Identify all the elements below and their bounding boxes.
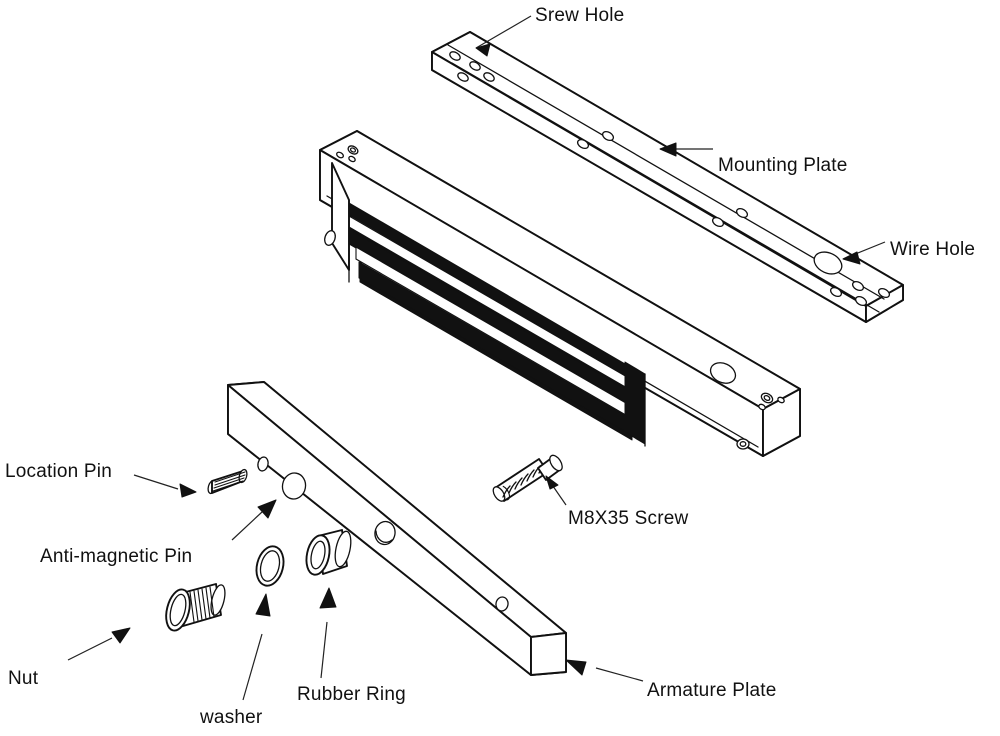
washer [255,545,285,587]
nut [165,583,226,632]
label-wire-hole: Wire Hole [890,239,976,260]
armature-hole-large [281,472,307,500]
label-nut: Nut [8,668,39,689]
location-pin [207,468,248,495]
label-screw-hole: Srew Hole [535,5,625,26]
armature-plate [227,381,567,676]
m8x35-screw [492,454,563,502]
label-location-pin: Location Pin [5,461,112,482]
leader-lines [67,15,886,701]
label-washer: washer [200,707,263,728]
label-mounting-plate: Mounting Plate [718,155,848,176]
label-rubber-ring: Rubber Ring [297,684,406,705]
rubber-ring [305,529,352,576]
mounting-plate [431,31,904,323]
label-m8x35-screw: M8X35 Screw [568,508,689,529]
coil-laminations [343,199,641,441]
wire-hole-shape [813,251,843,275]
label-armature-plate: Armature Plate [647,680,777,701]
label-anti-magnetic-pin: Anti-magnetic Pin [40,546,193,567]
lock-body [319,130,801,457]
lock-top-hole [709,362,737,384]
